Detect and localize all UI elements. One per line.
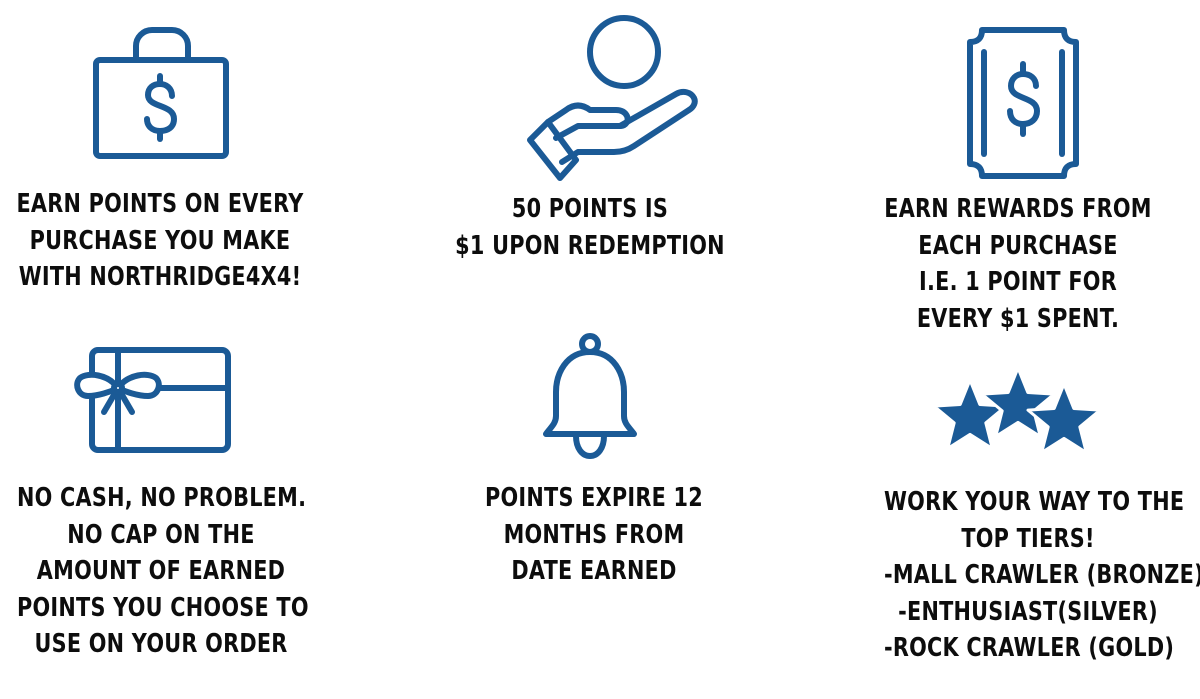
caption-line: 50 POINTS IS <box>511 194 669 224</box>
gift-card-icon <box>74 346 234 456</box>
caption-line: EARN REWARDS FROM <box>884 194 1152 224</box>
caption-line: WITH NORTHRIDGE4X4! <box>18 262 302 292</box>
caption-line: -MALL CRAWLER (BRONZE) <box>884 560 1200 590</box>
three-stars-icon <box>930 366 1106 460</box>
caption-line: EACH PURCHASE <box>918 230 1118 261</box>
caption-line: EVERY $1 SPENT. <box>916 303 1120 334</box>
shopping-bag-dollar-icon <box>92 24 232 164</box>
caption-line: POINTS YOU CHOOSE TO <box>17 592 309 623</box>
caption-line: PURCHASE YOU MAKE <box>29 225 291 256</box>
caption-line: POINTS EXPIRE 12 <box>485 483 703 513</box>
caption-line: $1 UPON REDEMPTION <box>455 230 725 261</box>
feature-caption-expiry: POINTS EXPIRE 12 MONTHS FROM DATE EARNED <box>450 480 738 590</box>
feature-caption-redemption: 50 POINTS IS $1 UPON REDEMPTION <box>446 191 734 264</box>
caption-line: TOP TIERS! <box>961 523 1095 554</box>
caption-line: I.E. 1 POINT FOR <box>919 267 1117 297</box>
feature-caption-earn-rewards: EARN REWARDS FROM EACH PURCHASE I.E. 1 P… <box>874 191 1162 337</box>
caption-line: MONTHS FROM <box>503 519 685 550</box>
feature-caption-earn-points: EARN POINTS ON EVERY PURCHASE YOU MAKE W… <box>16 186 304 296</box>
caption-line: DATE EARNED <box>511 556 677 586</box>
caption-line: NO CASH, NO PROBLEM. <box>17 483 307 513</box>
caption-line: EARN POINTS ON EVERY <box>16 189 304 219</box>
feature-caption-no-cash: NO CASH, NO PROBLEM. NO CAP ON THE AMOUN… <box>17 480 309 663</box>
hand-coin-icon <box>526 14 706 184</box>
caption-line: -ENTHUSIAST(SILVER) <box>898 596 1158 627</box>
receipt-dollar-icon <box>966 26 1086 182</box>
caption-line: NO CAP ON THE <box>67 519 255 550</box>
caption-line: AMOUNT OF EARNED <box>36 556 286 586</box>
bell-icon <box>540 330 640 462</box>
caption-line: -ROCK CRAWLER (GOLD) <box>884 633 1175 663</box>
caption-line: USE ON YOUR ORDER <box>34 629 288 659</box>
caption-line: WORK YOUR WAY TO THE <box>884 487 1185 517</box>
feature-caption-tiers: WORK YOUR WAY TO THE TOP TIERS! -MALL CR… <box>884 484 1200 667</box>
